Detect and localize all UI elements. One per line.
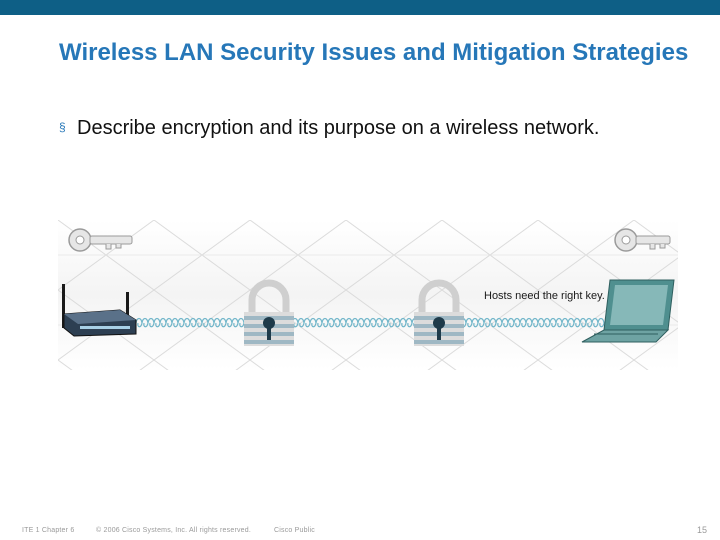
mesh-background xyxy=(58,220,678,370)
laptop-icon xyxy=(581,279,675,343)
bullet-item: § Describe encryption and its purpose on… xyxy=(59,115,659,142)
encryption-illustration: Hosts need the right key. xyxy=(58,220,678,370)
bullet-marker: § xyxy=(59,120,66,134)
page-number: 15 xyxy=(696,525,707,535)
key-icon xyxy=(614,228,671,252)
padlock-icon xyxy=(414,279,464,346)
footer-course: ITE 1 Chapter 6 xyxy=(22,527,75,534)
footer-classification: Cisco Public xyxy=(274,527,315,534)
wireless-router-icon xyxy=(62,284,137,337)
illustration-caption: Hosts need the right key. xyxy=(484,290,605,302)
slide-title: Wireless LAN Security Issues and Mitigat… xyxy=(59,39,689,66)
key-icon xyxy=(68,228,133,252)
bullet-text: Describe encryption and its purpose on a… xyxy=(77,117,600,139)
footer-copyright: © 2006 Cisco Systems, Inc. All rights re… xyxy=(96,527,252,534)
padlock-icon xyxy=(244,279,294,346)
top-accent-bar xyxy=(0,0,720,15)
